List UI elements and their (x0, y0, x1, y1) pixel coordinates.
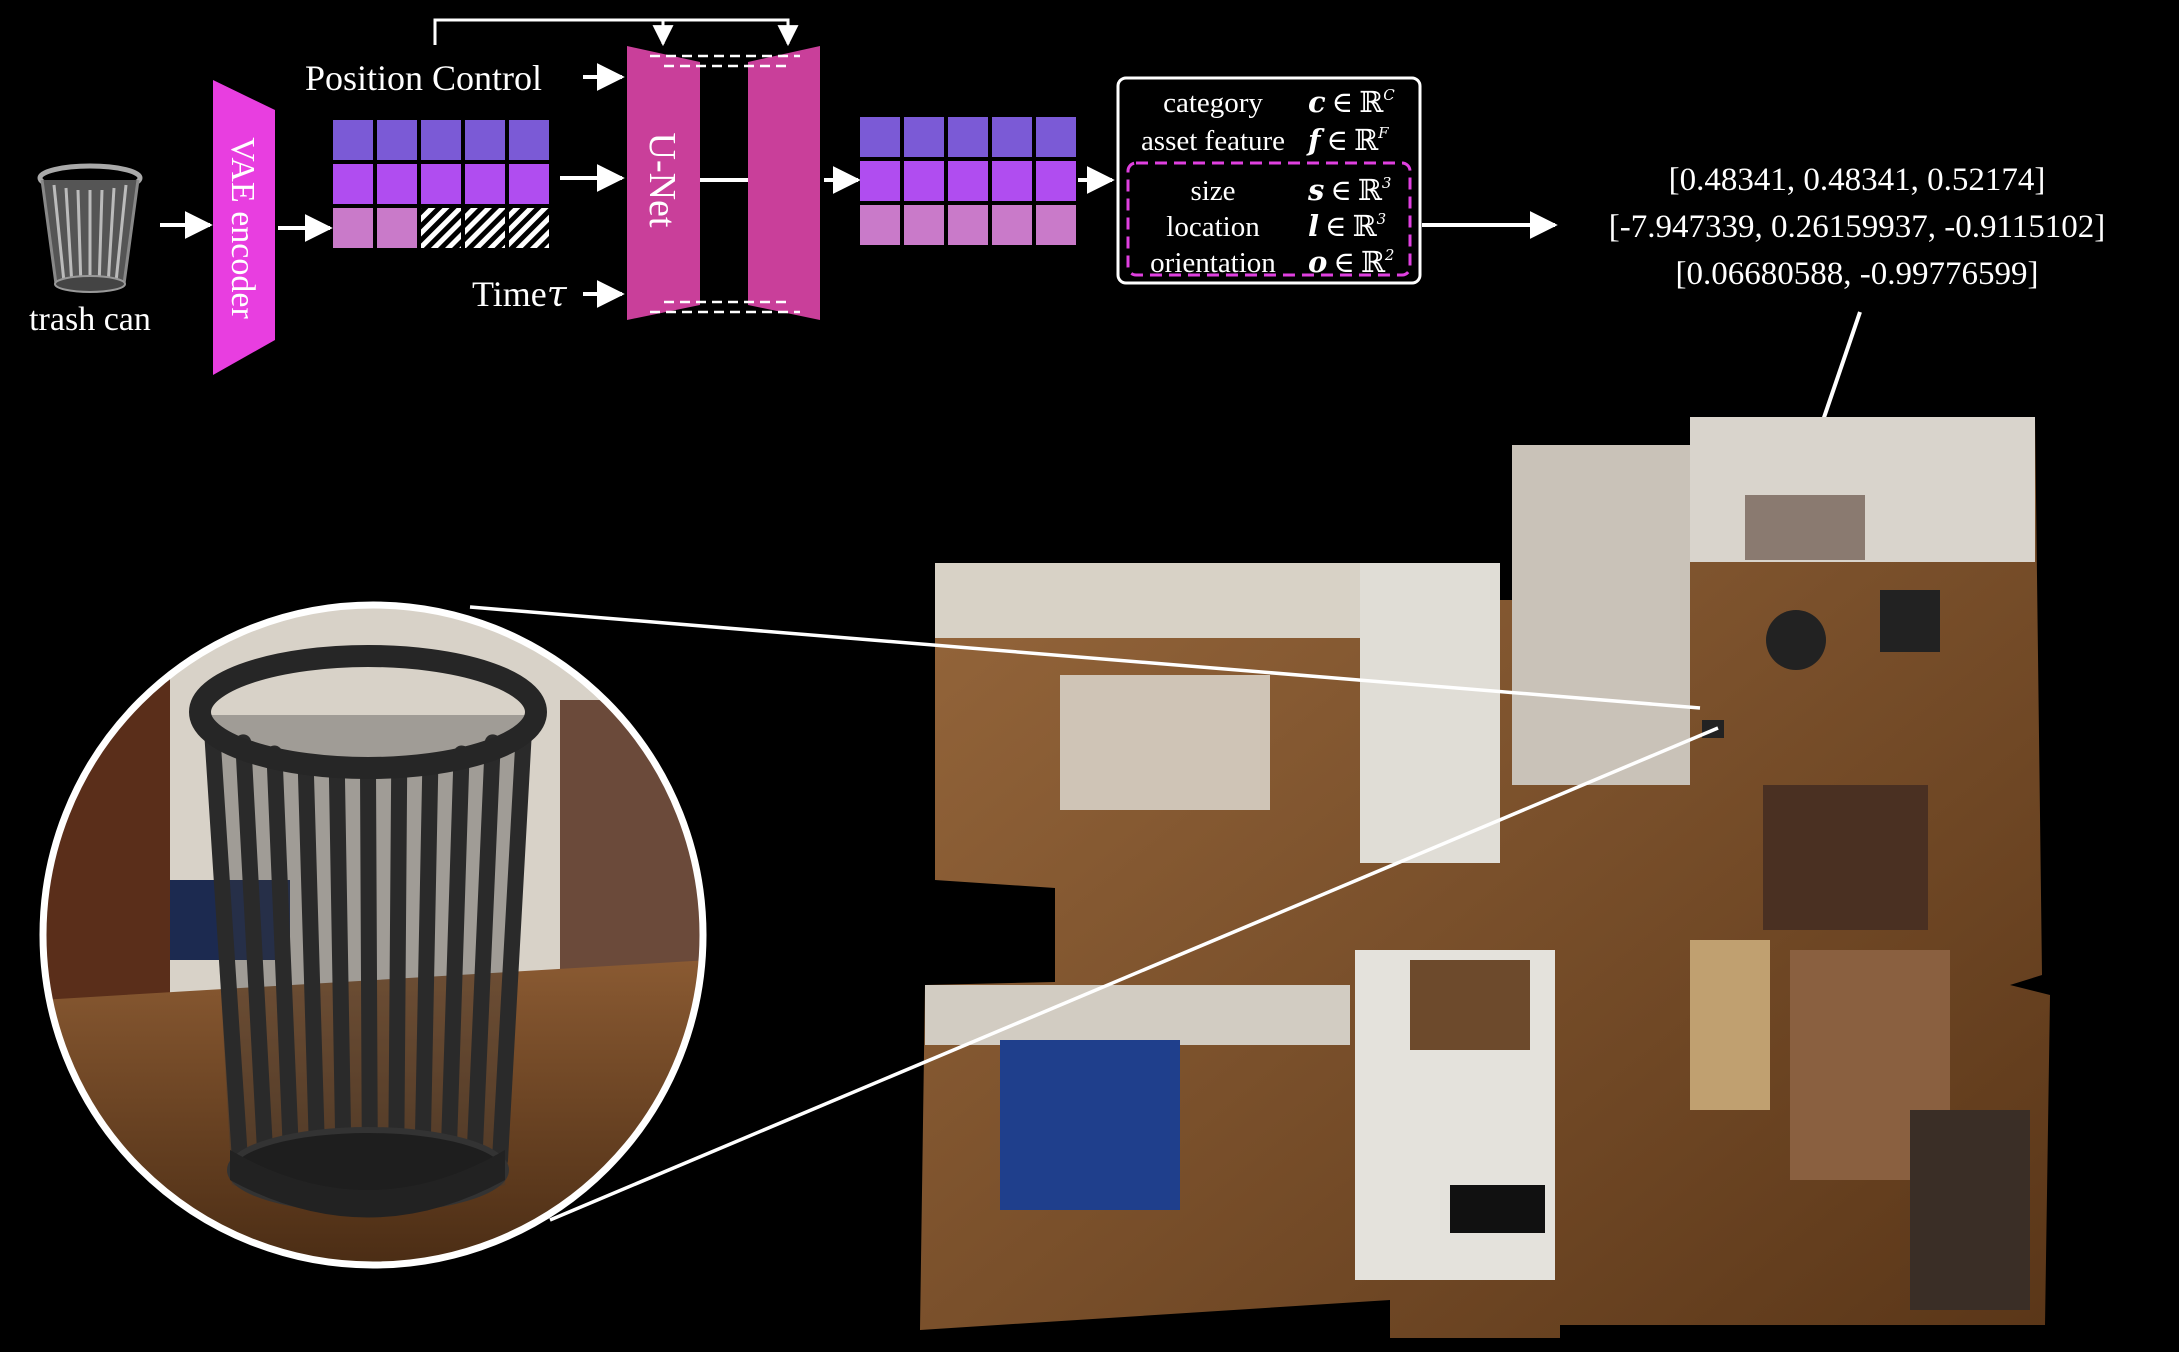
token-cell (860, 205, 900, 245)
token-cell (992, 161, 1032, 201)
element-of: ∈ (1332, 85, 1353, 119)
unet-label: U-Net (641, 133, 683, 228)
output-value-line: [-7.947339, 0.26159937, -0.9115102] (1609, 209, 2105, 245)
attribute-name: orientation (1150, 247, 1276, 279)
attribute-math: s∈ℝ3 (1307, 173, 1391, 207)
element-of: ∈ (1333, 245, 1354, 279)
attribute-box (1116, 76, 1422, 285)
time-label-group: Timeτ (472, 274, 568, 315)
token-cell (860, 161, 900, 201)
real-space: ℝ (1353, 209, 1378, 243)
input-token-grid (333, 120, 549, 248)
token-cell (421, 164, 461, 204)
token-cell (509, 164, 549, 204)
token-cell (333, 208, 373, 248)
token-cell (421, 208, 461, 248)
geometry-dashed-box (1126, 161, 1412, 277)
bar (466, 734, 501, 1178)
bar (360, 762, 378, 1198)
token-cell (333, 164, 373, 204)
unet-decoder-half (748, 46, 820, 320)
token-cell (377, 120, 417, 160)
attribute-symbol: f (1306, 123, 1325, 157)
attribute-name: category (1163, 87, 1263, 119)
position-control-label: Position Control (305, 58, 542, 98)
vae-encoder-block (213, 80, 275, 375)
bar (297, 754, 326, 1193)
attribute-math: o∈ℝ2 (1308, 245, 1394, 279)
unet-encoder-half (627, 46, 700, 320)
attribute-name: size (1190, 175, 1235, 207)
token-cell (465, 164, 505, 204)
attribute-math: l∈ℝ3 (1308, 209, 1386, 243)
element-of: ∈ (1325, 209, 1346, 243)
floor-plan-render (920, 417, 2050, 1338)
output-values: [0.48341, 0.48341, 0.52174] [-7.947339, 0… (1609, 162, 2105, 292)
dimension-sup: 3 (1377, 210, 1387, 228)
token-cell (421, 120, 461, 160)
token-cell (1036, 161, 1076, 201)
bar (492, 722, 532, 1168)
token-cell (509, 120, 549, 160)
output-value-line: [0.48341, 0.48341, 0.52174] (1669, 162, 2046, 198)
bar (414, 754, 439, 1193)
attribute-symbol: c (1308, 85, 1326, 119)
dimension-sup: 3 (1382, 174, 1392, 192)
attribute-name: asset feature (1141, 125, 1285, 157)
real-space: ℝ (1358, 173, 1383, 207)
attribute-math: c∈ℝC (1308, 85, 1395, 119)
attribute-symbol: s (1307, 173, 1324, 207)
dimension-sup: F (1377, 124, 1389, 142)
token-cell (1036, 205, 1076, 245)
token-cell (904, 117, 944, 157)
token-cell (948, 161, 988, 201)
real-space: ℝ (1354, 123, 1379, 157)
token-cell (904, 161, 944, 201)
time-symbol: τ (547, 274, 568, 315)
input-label: trash can (29, 301, 151, 338)
token-cell (860, 117, 900, 157)
token-cell (992, 117, 1032, 157)
trash-can-zoom-icon (189, 645, 547, 1218)
token-cell (948, 117, 988, 157)
real-space: ℝ (1359, 85, 1384, 119)
output-token-grid (860, 117, 1076, 245)
attribute-symbol: o (1308, 245, 1327, 279)
dimension-sup: C (1383, 86, 1395, 104)
token-cell (465, 120, 505, 160)
token-cell (904, 205, 944, 245)
encoder-label: VAE encoder (224, 137, 261, 319)
element-of: ∈ (1330, 173, 1351, 207)
real-space: ℝ (1361, 245, 1386, 279)
bar (388, 760, 408, 1197)
token-cell (1036, 117, 1076, 157)
bar (328, 760, 352, 1197)
token-cell (377, 208, 417, 248)
attribute-math: f∈ℝF (1306, 123, 1389, 157)
token-cell (509, 208, 549, 248)
bar (440, 745, 470, 1186)
bar (235, 734, 274, 1178)
time-label: Time (472, 274, 547, 314)
bar (266, 745, 300, 1186)
output-value-line: [0.06680588, -0.99776599] (1676, 256, 2039, 292)
token-cell (948, 205, 988, 245)
attribute-name: location (1166, 211, 1260, 243)
zoom-view (39, 601, 707, 1269)
element-of: ∈ (1326, 123, 1347, 157)
token-cell (333, 120, 373, 160)
token-cell (465, 208, 505, 248)
trash-can-icon (37, 163, 143, 293)
bar (204, 722, 248, 1168)
attribute-symbol: l (1308, 209, 1319, 243)
token-cell (377, 164, 417, 204)
token-cell (992, 205, 1032, 245)
dimension-sup: 2 (1384, 246, 1395, 264)
